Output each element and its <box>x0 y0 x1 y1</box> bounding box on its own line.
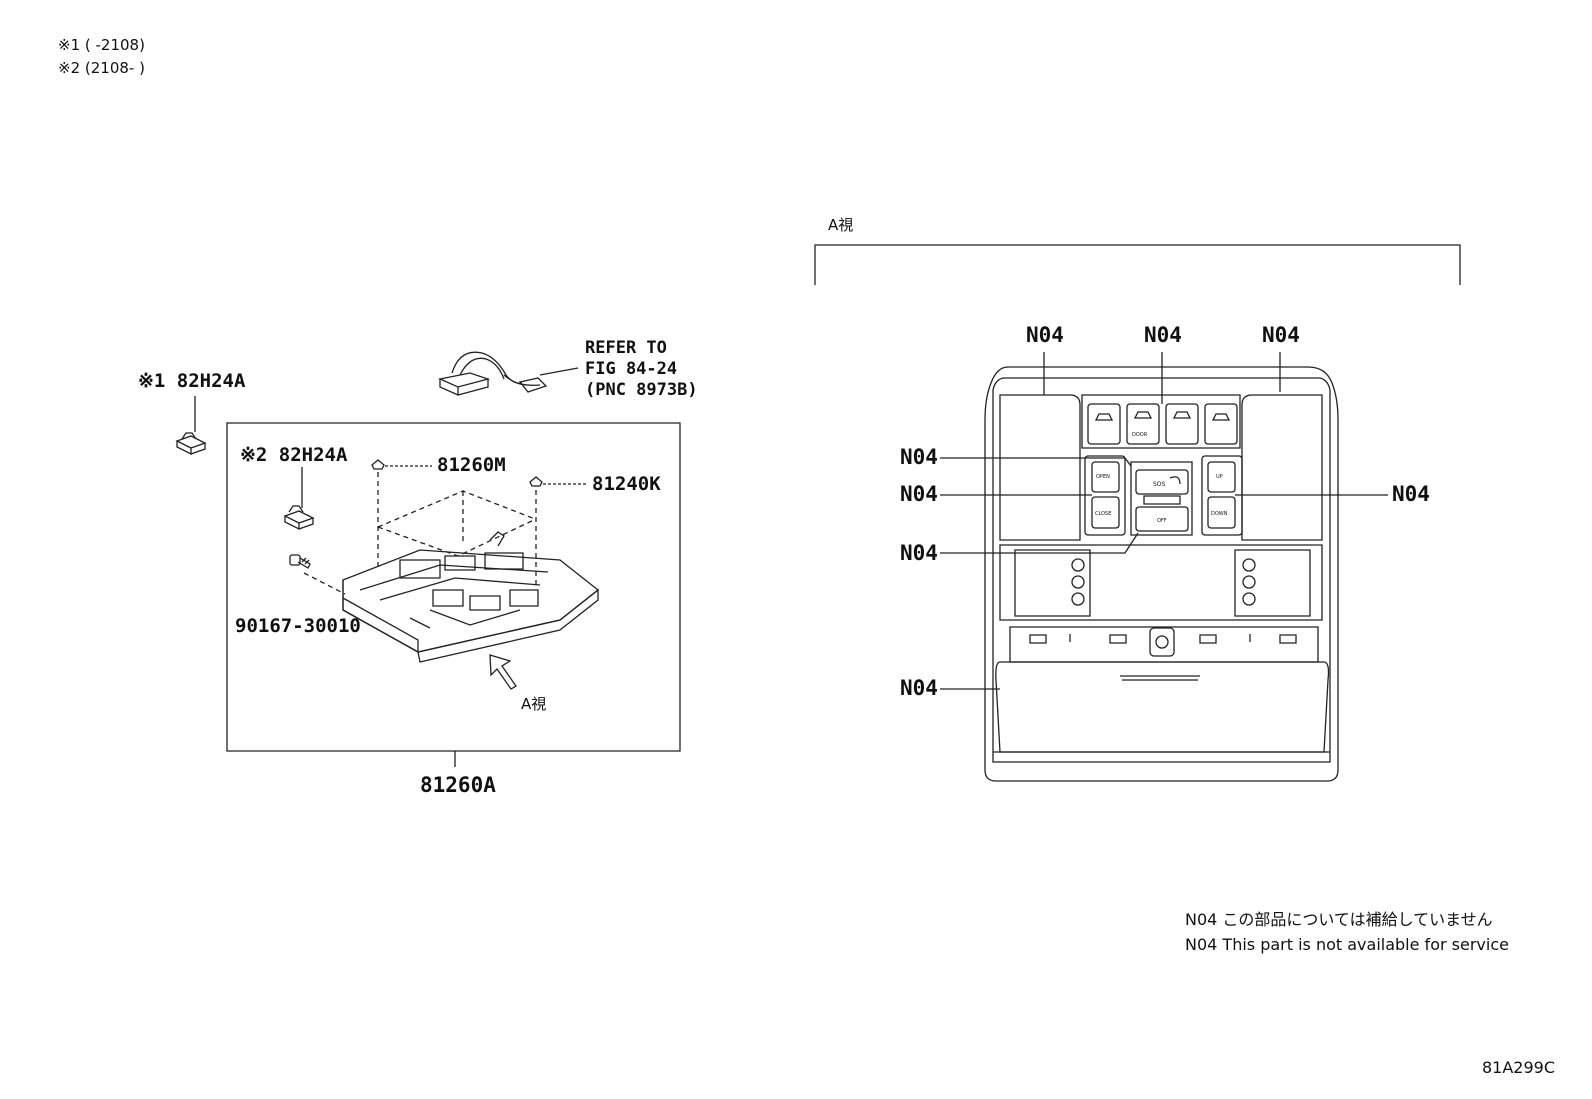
n04-callout: N04 <box>900 541 938 565</box>
switch-label-close: CLOSE <box>1095 511 1112 517</box>
screw-icon <box>290 555 310 568</box>
n04-leaders <box>940 352 1388 689</box>
n04-callout: N04 <box>1144 323 1182 347</box>
refer-line-2: FIG 84-24 <box>585 359 678 379</box>
label-81260m: 81260M <box>437 454 506 476</box>
n04-callout: N04 <box>900 445 938 469</box>
label-81240k: 81240K <box>592 473 661 495</box>
label-view-a-arrow: A視 <box>521 695 547 713</box>
n04-callout: N04 <box>900 676 938 700</box>
assembly-outline <box>227 423 680 751</box>
label-81260a: 81260A <box>420 773 496 797</box>
switch-label-sos: SOS <box>1153 481 1166 488</box>
clip-part-icon-2 <box>285 506 313 529</box>
switch-label-door: DOOR <box>1132 432 1148 438</box>
wire-harness-icon <box>440 352 578 395</box>
label-82h24a-2: ※2 82H24A <box>240 444 348 466</box>
label-82h24a-1: ※1 82H24A <box>138 370 246 392</box>
dome-light-buttons <box>1088 404 1237 444</box>
clip-81260m-icon <box>372 460 384 469</box>
view-arrow-icon <box>490 655 516 689</box>
n04-callout: N04 <box>1026 323 1064 347</box>
clip-part-icon <box>177 433 205 454</box>
refer-line-3: (PNC 8973B) <box>585 380 698 400</box>
retainer-clips <box>1030 628 1296 656</box>
legend-jp: N04 この部品については補給していません <box>1185 910 1493 929</box>
view-a-title: A視 <box>828 216 854 234</box>
view-bracket <box>815 245 1460 285</box>
n04-callout: N04 <box>1392 482 1430 506</box>
n04-callout: N04 <box>900 482 938 506</box>
switch-label-up: UP <box>1216 474 1223 480</box>
console-front-view <box>985 367 1338 781</box>
note-1: ※1 ( -2108) <box>58 36 145 54</box>
switch-label-down: DOWN <box>1211 511 1228 517</box>
legend-en: N04 This part is not available for servi… <box>1185 935 1509 954</box>
clip-81240k-icon <box>530 477 542 486</box>
switch-label-open: OPEN <box>1096 474 1110 480</box>
overhead-console-body <box>343 532 598 662</box>
note-2: ※2 (2108- ) <box>58 59 145 77</box>
switch-panel <box>1085 456 1242 535</box>
round-buttons <box>1072 559 1255 605</box>
refer-line-1: REFER TO <box>585 338 667 358</box>
label-screw: 90167-30010 <box>235 615 361 637</box>
switch-label-off: OFF <box>1157 518 1167 524</box>
figure-code: 81A299C <box>1482 1058 1556 1077</box>
n04-callout: N04 <box>1262 323 1300 347</box>
